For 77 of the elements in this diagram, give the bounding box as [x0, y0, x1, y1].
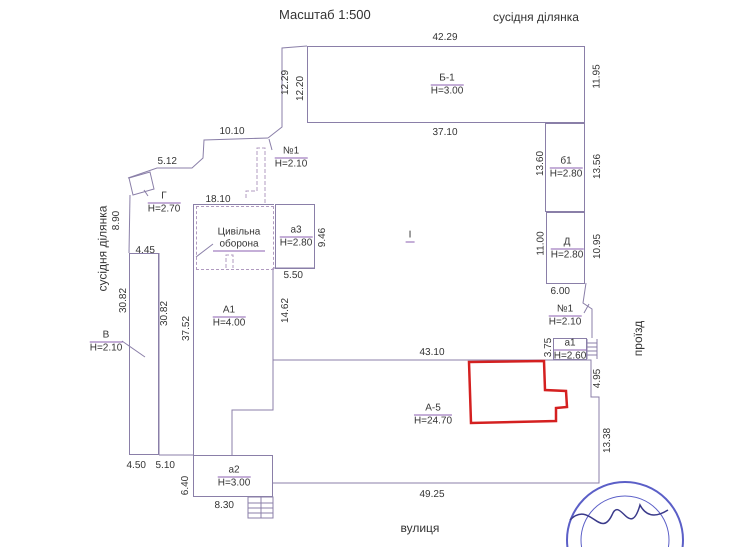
dimension-label: 5.10 [156, 460, 175, 470]
dimension-label: 30.82 [158, 300, 170, 326]
neighbour-plot-label: сусідня ділянка [493, 12, 579, 22]
dimension-label: 13.60 [534, 150, 546, 176]
dimension-label: 37.52 [180, 315, 192, 341]
building-label: Цивільна оборона [213, 226, 265, 252]
dimension-label: 12.29 [280, 69, 291, 95]
building-outline [193, 204, 274, 455]
dimension-label: 9.46 [316, 227, 328, 247]
height-label: Н=3.00 [430, 86, 464, 98]
building-label: а2 [218, 464, 250, 478]
height-label: Н=2.70 [148, 204, 180, 216]
driveway-label: проїзд [632, 320, 644, 356]
dimension-label: 18.10 [206, 194, 231, 204]
height-label: Н=2.80 [550, 168, 582, 180]
dimension-label: 37.10 [432, 126, 458, 138]
height-label: Н=2.80 [280, 238, 312, 250]
shelter-outline [196, 206, 274, 270]
building-label: б1 [550, 156, 582, 168]
neighbour-plot-label: сусідня ділянка [98, 205, 108, 291]
building-label: Д [550, 236, 584, 250]
dimension-label: 30.82 [118, 287, 129, 313]
dimension-label: 5.50 [284, 270, 303, 280]
building-outline [193, 455, 273, 497]
scale-label: Масштаб 1:500 [279, 8, 371, 20]
dimension-label: 8.30 [214, 500, 234, 510]
dimension-label: 13.56 [592, 153, 603, 179]
shed-outline [128, 171, 155, 196]
building-label: а3 [280, 224, 312, 238]
dimension-label: 11.95 [592, 64, 603, 88]
leader-line [584, 304, 590, 314]
dimension-label: 49.25 [420, 488, 445, 500]
dimension-label: 4.95 [592, 368, 603, 388]
building-label: №1 [274, 146, 308, 158]
highlighted-outline [469, 361, 568, 424]
dimension-label: 6.40 [180, 475, 191, 495]
building-label: А-5 [414, 402, 452, 416]
height-label: Н=2.10 [548, 316, 582, 328]
building-label: В [90, 330, 122, 342]
building-label: №1 [548, 304, 582, 316]
building-label: а1 [554, 338, 586, 350]
building-label: А1 [212, 304, 246, 318]
height-label: Н=2.10 [274, 158, 308, 170]
dimension-label: 8.90 [110, 210, 122, 230]
building-label: Б-1 [430, 72, 464, 86]
height-label: Н=24.70 [414, 416, 452, 428]
dimension-label: 4.45 [136, 244, 155, 256]
height-label: Н=2.10 [90, 342, 122, 354]
dimension-label: 3.75 [542, 337, 554, 357]
dimension-label: 6.00 [550, 286, 570, 296]
leader-line [144, 190, 148, 196]
building-outline [545, 123, 585, 212]
dimension-label: 13.38 [602, 427, 613, 453]
building-outline [275, 204, 315, 269]
height-label: Н=2.60 [554, 350, 586, 362]
dimension-label: 43.10 [420, 346, 445, 358]
height-label: Н=3.00 [218, 478, 250, 490]
height-label: Н=2.80 [550, 250, 584, 262]
dimension-label: 4.50 [126, 460, 146, 470]
building-outline [307, 46, 585, 123]
dimension-label: 12.20 [294, 75, 306, 101]
street-label: вулиця [400, 522, 440, 534]
leader-line [268, 138, 272, 150]
building-outline [546, 212, 585, 284]
dimension-label: 10.10 [220, 126, 245, 136]
building-label: I [406, 230, 414, 242]
leader-line [122, 340, 146, 358]
building-outline [129, 253, 159, 455]
dimension-label: 11.00 [536, 230, 547, 256]
leader-line [196, 244, 214, 258]
porch-outline [553, 338, 587, 360]
height-label: Н=4.00 [212, 318, 246, 330]
dimension-label: 5.12 [158, 156, 177, 166]
dimension-label: 14.62 [280, 297, 291, 323]
dimension-label: 10.95 [592, 233, 603, 259]
dimension-label: 42.29 [432, 32, 458, 42]
building-label: Г [148, 190, 180, 204]
